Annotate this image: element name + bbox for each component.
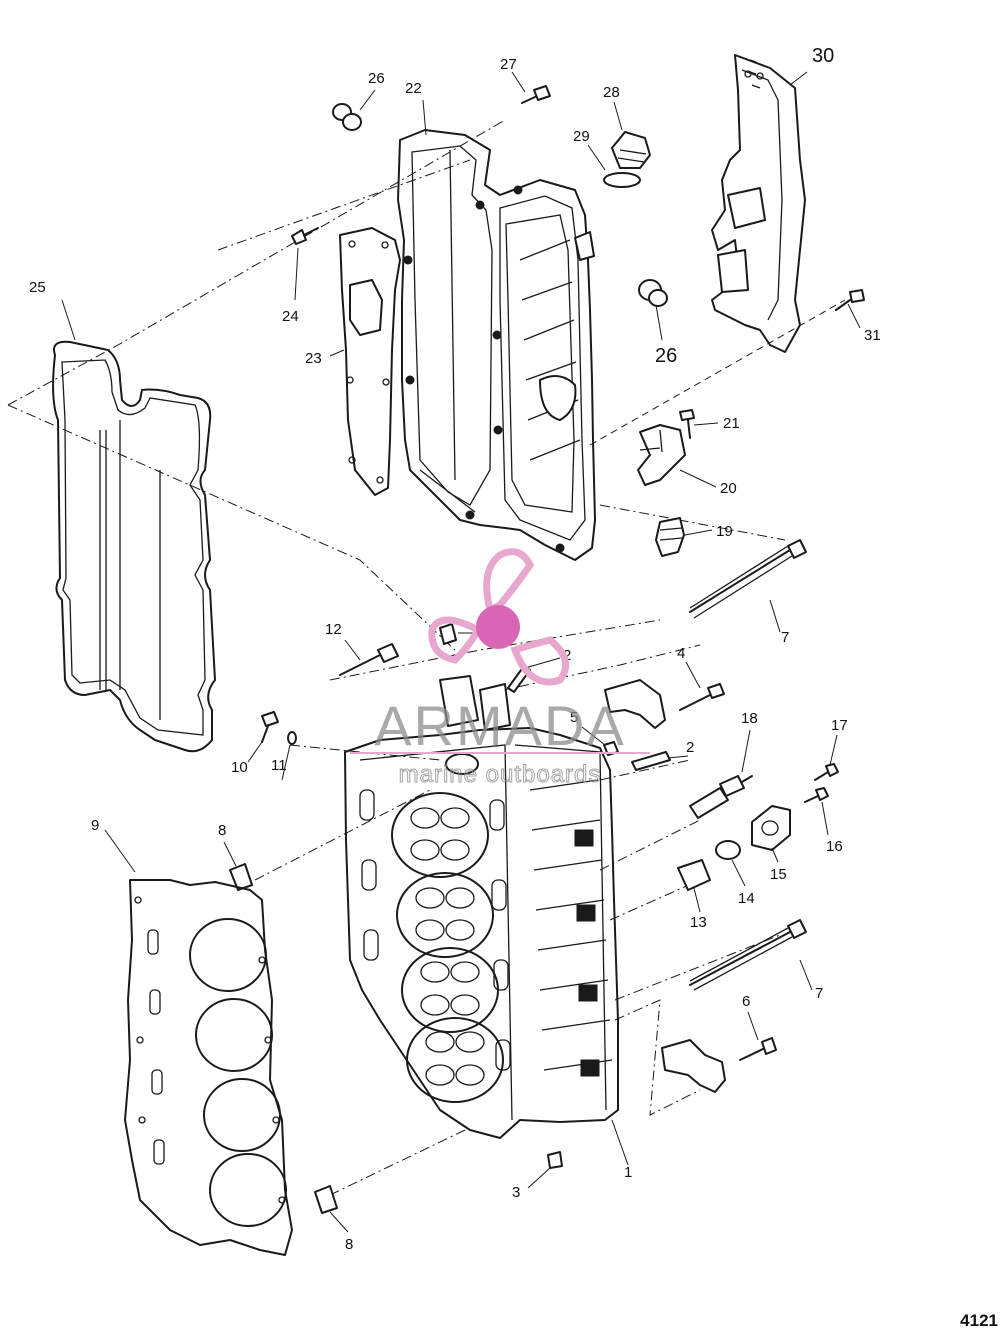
propeller-logo-icon bbox=[428, 548, 570, 686]
thermostat bbox=[655, 517, 685, 557]
bracket bbox=[711, 54, 806, 353]
figure-number: 4121 bbox=[960, 1311, 998, 1330]
callout-24: 24 bbox=[282, 308, 299, 325]
rocker-6 bbox=[661, 1039, 726, 1093]
callout-2-right: 2 bbox=[686, 739, 694, 756]
callout-20: 20 bbox=[720, 480, 737, 497]
assembly-lines bbox=[7, 119, 846, 1196]
bolt-12 bbox=[339, 643, 399, 676]
plug-3-lower bbox=[547, 1151, 563, 1169]
callout-19: 19 bbox=[716, 523, 733, 540]
callout-3-lower: 3 bbox=[512, 1184, 520, 1201]
callout-13: 13 bbox=[690, 914, 707, 931]
bolt-17 bbox=[814, 763, 839, 781]
callout-7-lower: 7 bbox=[815, 985, 823, 1002]
bolt-31 bbox=[835, 289, 865, 311]
callout-10: 10 bbox=[231, 759, 248, 776]
dowel-8-upper bbox=[229, 863, 253, 891]
callout-4: 4 bbox=[677, 645, 685, 662]
bolt-10 bbox=[261, 711, 279, 743]
rocker-cover-gasket bbox=[52, 340, 216, 753]
bolt-27 bbox=[521, 85, 551, 104]
callout-28: 28 bbox=[603, 84, 620, 101]
callout-25: 25 bbox=[29, 279, 46, 296]
cam-cover bbox=[397, 129, 596, 561]
grommet-top bbox=[332, 103, 362, 131]
callout-labels: 26 22 27 28 29 30 25 24 23 26 31 21 20 1… bbox=[29, 45, 881, 1253]
callout-15: 15 bbox=[770, 866, 787, 883]
callout-18: 18 bbox=[741, 710, 758, 727]
cover-plate bbox=[339, 227, 401, 496]
o-ring bbox=[603, 172, 641, 188]
filler-cap bbox=[611, 131, 651, 169]
callout-5: 5 bbox=[570, 709, 578, 726]
callout-29: 29 bbox=[573, 128, 590, 145]
stud-7-lower bbox=[689, 919, 807, 991]
seal-14 bbox=[715, 840, 741, 860]
sensor-housing bbox=[637, 424, 686, 486]
callout-16: 16 bbox=[826, 838, 843, 855]
callout-26-top: 26 bbox=[368, 70, 385, 87]
callout-27: 27 bbox=[500, 56, 517, 73]
leader-lines bbox=[61, 71, 861, 1233]
callout-31: 31 bbox=[864, 327, 881, 344]
callout-12: 12 bbox=[325, 621, 342, 638]
bolt-16 bbox=[804, 787, 829, 803]
callout-22: 22 bbox=[405, 80, 422, 97]
cap-13 bbox=[677, 859, 711, 891]
watermark-tagline: marine outboards bbox=[399, 761, 602, 788]
callout-30: 30 bbox=[812, 45, 834, 67]
propeller-blade-top bbox=[483, 548, 535, 616]
callout-26-right: 26 bbox=[655, 345, 677, 367]
callout-6: 6 bbox=[742, 993, 750, 1010]
callout-7-upper: 7 bbox=[781, 629, 789, 646]
callout-23: 23 bbox=[305, 350, 322, 367]
callout-21: 21 bbox=[723, 415, 740, 432]
washer-11 bbox=[287, 731, 297, 745]
bolt-24 bbox=[291, 227, 319, 245]
bolt-4 bbox=[679, 683, 725, 711]
propeller-hub bbox=[476, 605, 520, 649]
dowel-2-right bbox=[631, 751, 671, 771]
stud-7-upper bbox=[689, 539, 807, 619]
callout-17: 17 bbox=[831, 717, 848, 734]
bolt-6 bbox=[739, 1037, 777, 1061]
callout-1: 1 bbox=[624, 1164, 632, 1181]
grommet-right bbox=[638, 279, 668, 307]
watermark-underline bbox=[350, 752, 650, 754]
callout-11: 11 bbox=[271, 757, 287, 774]
cylinder-head bbox=[344, 675, 619, 1139]
bolt-21 bbox=[679, 409, 695, 439]
clamp-4 bbox=[604, 679, 666, 729]
armada-watermark: ARMADA marine outboards bbox=[350, 548, 650, 789]
dowel-8-lower bbox=[314, 1185, 338, 1214]
callout-8-upper: 8 bbox=[218, 822, 226, 839]
callout-8-lower: 8 bbox=[345, 1236, 353, 1253]
callout-14: 14 bbox=[738, 890, 755, 907]
flange-15 bbox=[751, 805, 791, 851]
propeller-blade-right bbox=[510, 636, 570, 686]
watermark-brand: ARMADA bbox=[374, 694, 626, 757]
callout-9: 9 bbox=[91, 817, 99, 834]
propeller-blade-left bbox=[428, 616, 483, 664]
plug-3-upper bbox=[439, 623, 457, 645]
spark-plug bbox=[689, 775, 753, 819]
head-gasket bbox=[124, 879, 293, 1256]
